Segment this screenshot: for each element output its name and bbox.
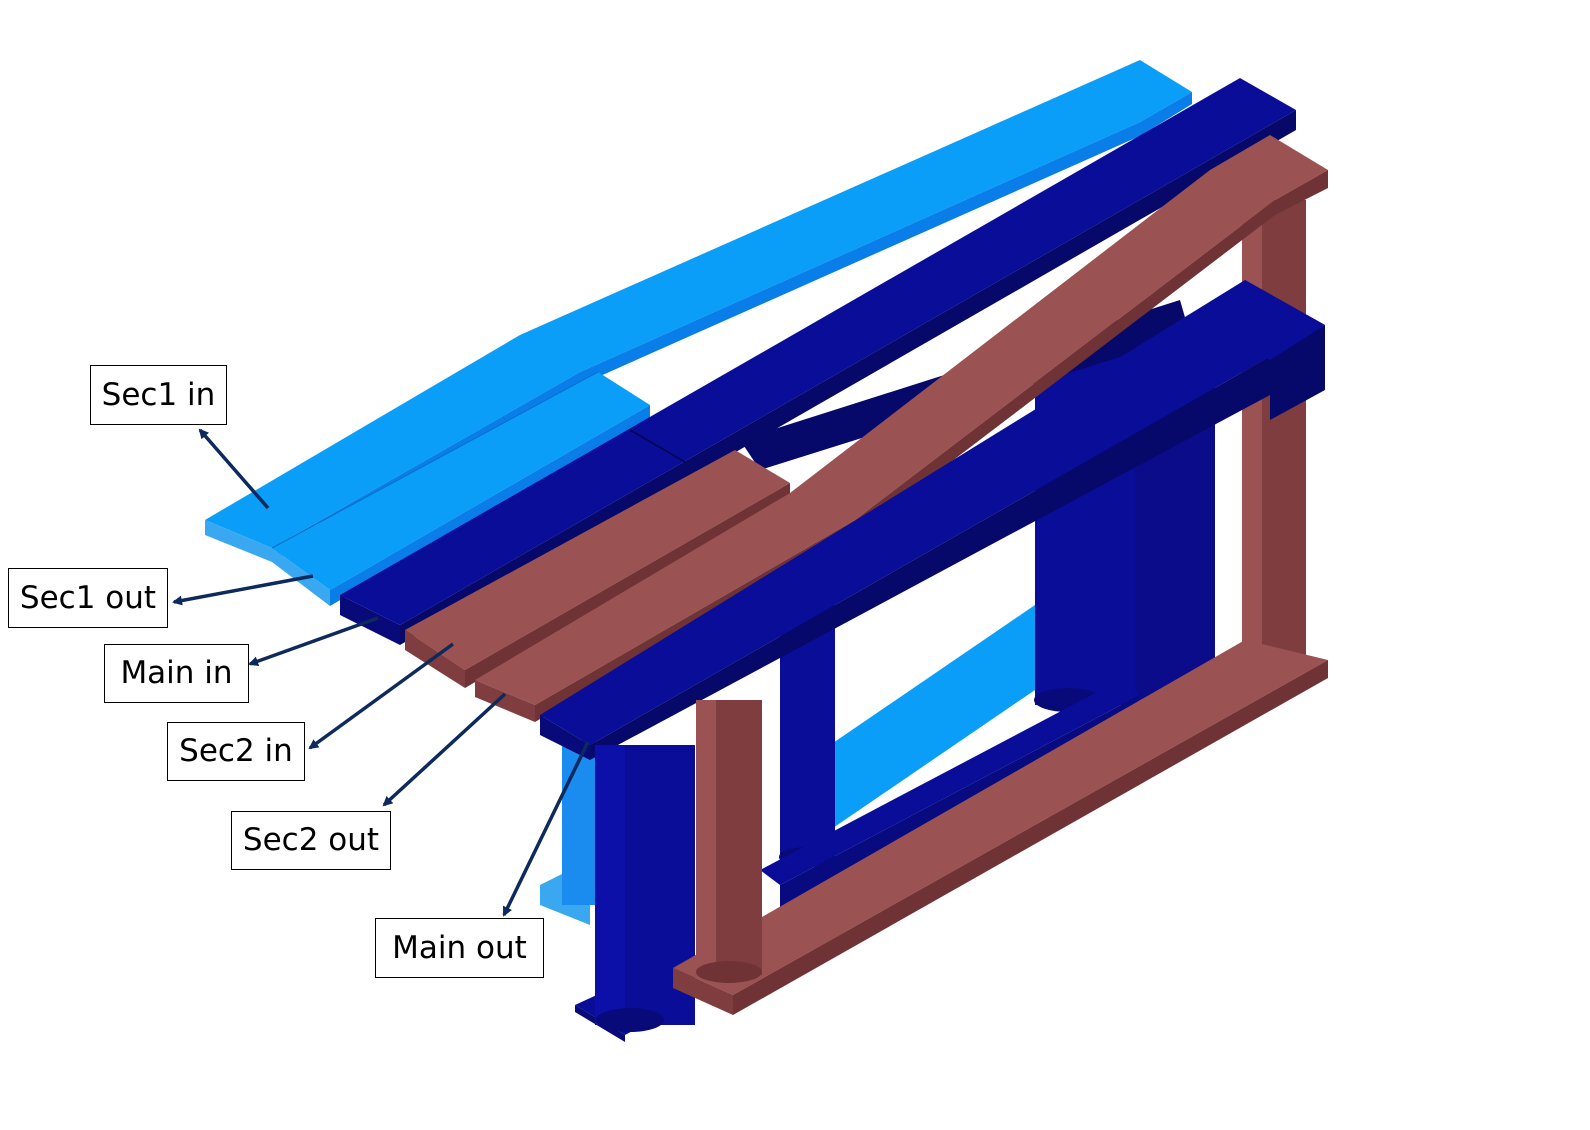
label-sec2-out: Sec2 out (231, 811, 391, 870)
arrow-sec2-out (382, 692, 507, 807)
label-main-in: Main in (104, 644, 249, 703)
dark-blue-front-post (595, 745, 695, 1032)
brown-rear-post (1242, 200, 1306, 667)
arrow-sec1-in (198, 428, 270, 510)
sec1-light-blue-waveguide (205, 60, 1192, 606)
label-main-out: Main out (375, 918, 544, 978)
main-out-dark-blue-beam (540, 280, 1325, 760)
arrow-main-out (502, 741, 590, 917)
label-sec2-in: Sec2 in (167, 722, 305, 781)
label-sec1-out: Sec1 out (8, 568, 168, 628)
annotation-arrows (172, 428, 590, 917)
brown-bottom-rail (673, 640, 1328, 1015)
arrow-sec2-in (308, 642, 455, 750)
light-blue-lower-track (540, 605, 1035, 925)
arrow-main-in (248, 616, 379, 666)
brown-front-post (696, 700, 762, 983)
arrow-sec1-out (172, 574, 314, 606)
label-sec1-in: Sec1 in (90, 365, 227, 425)
